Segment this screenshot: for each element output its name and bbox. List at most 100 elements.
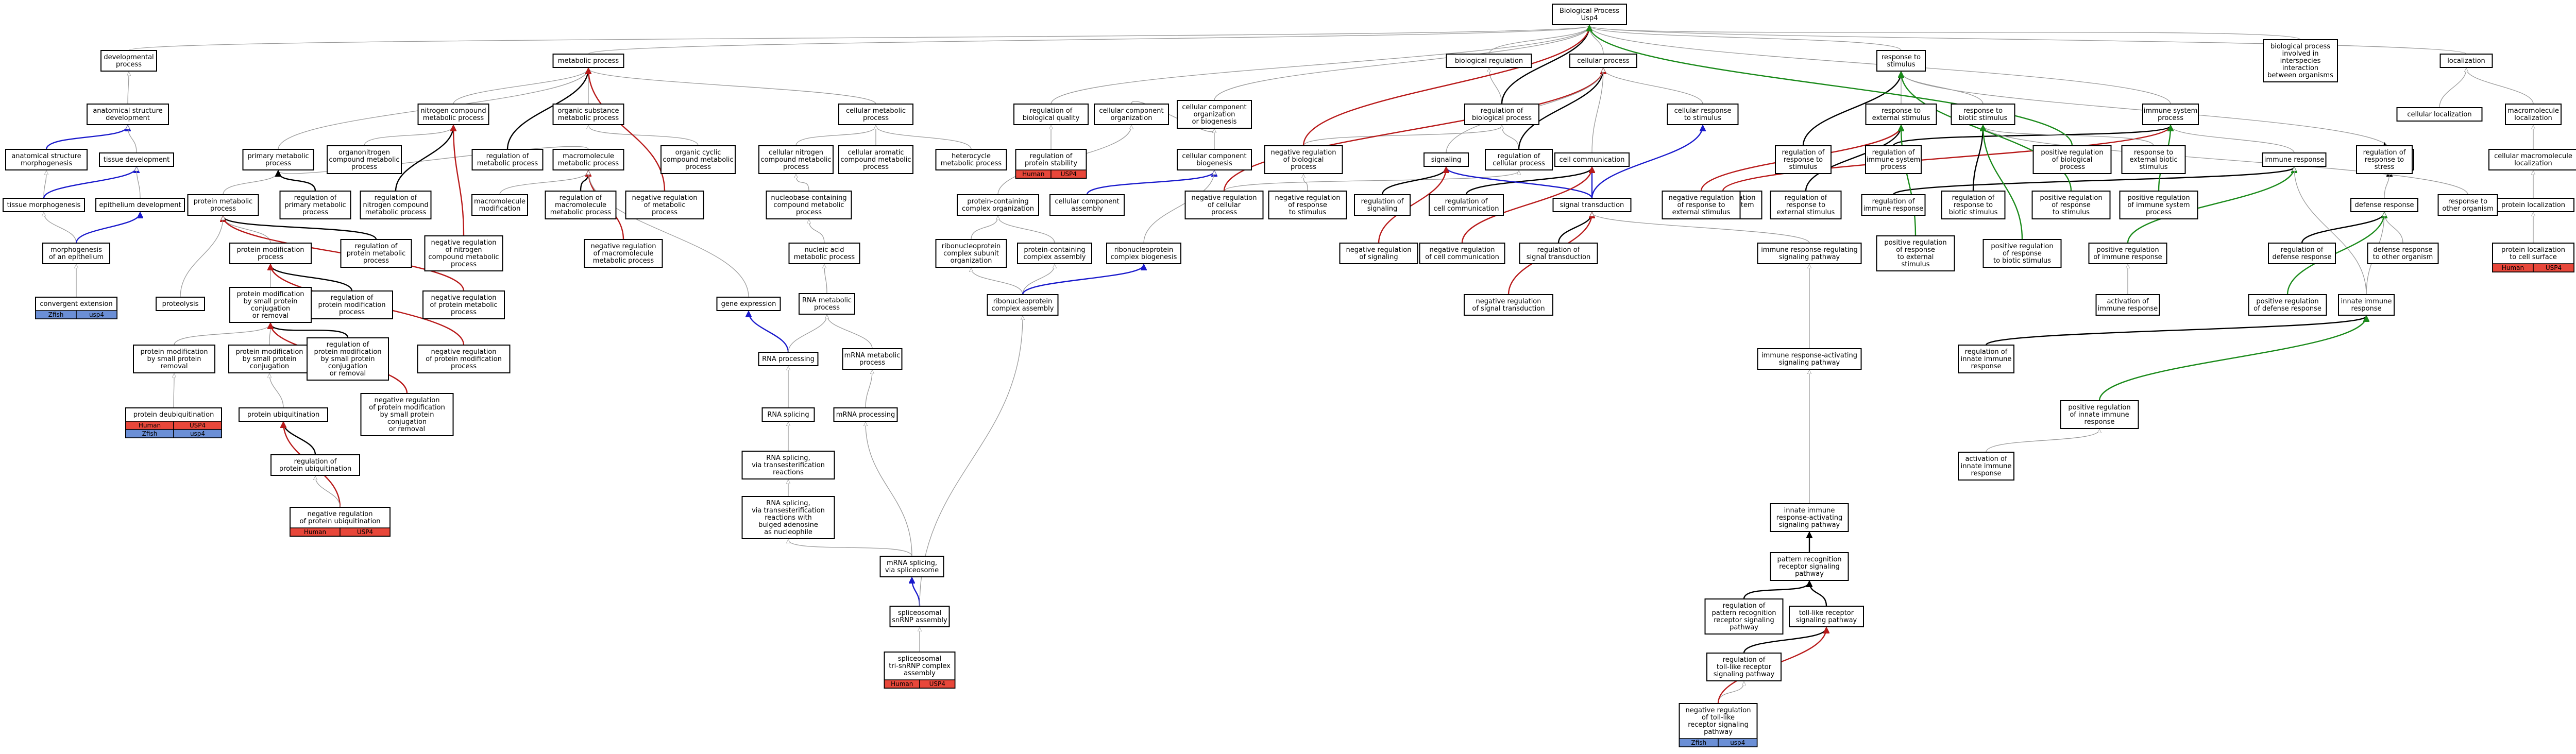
go-term-cellcomm: cell communication [1554, 152, 1630, 167]
term-label-line: process [363, 257, 389, 265]
term-label-line: response to [2448, 198, 2487, 205]
term-label-line: metabolic process [558, 114, 619, 122]
term-label-line: compound metabolic [840, 156, 911, 164]
term-label-line: negative regulation [1346, 246, 1411, 254]
term-box [422, 290, 505, 319]
term-box [2060, 400, 2139, 429]
term-label-line: of response [2052, 201, 2091, 209]
term-label-line: tissue morphogenesis [7, 201, 81, 209]
term-box [799, 293, 855, 315]
term-box [833, 407, 898, 422]
edge-positively-regulates [2098, 316, 2366, 401]
term-box [1184, 191, 1264, 219]
edge-is-a [876, 126, 972, 150]
term-label-line: positive regulation [2096, 246, 2159, 254]
term-label-line: protein-containing [1024, 246, 1085, 254]
term-label-line: stress [2375, 163, 2395, 171]
term-box [625, 191, 704, 219]
term-label-line: to external [1897, 253, 1934, 261]
term-label-line: signaling pathway [1779, 253, 1840, 261]
term-box [1049, 194, 1125, 216]
term-label-line: process [814, 304, 840, 312]
term-label-line: by small protein [380, 411, 434, 419]
term-box [1982, 239, 2062, 268]
edge-is-a [788, 540, 912, 557]
term-box [2262, 152, 2327, 167]
term-label-line: of an epithelium [49, 253, 104, 261]
term-box [1017, 243, 1092, 264]
edge-is-a [2384, 171, 2389, 199]
term-label-line: organonitrogen [338, 149, 390, 157]
edge-regulates [223, 216, 377, 240]
term-label-line: metabolic process [558, 160, 619, 167]
term-label-line: pathway [1730, 624, 1758, 631]
edge-is-a [827, 315, 873, 349]
term-label-line: to stimulus [1289, 209, 1326, 216]
edge-is-a [223, 216, 271, 244]
term-label-line: regulation of [1030, 107, 1073, 115]
term-box [552, 104, 624, 125]
term-label-line: protein localization [2501, 201, 2565, 209]
edge-is-a [998, 216, 1055, 244]
go-term-epidev: epithelium development [95, 198, 185, 212]
term-label-line: negative regulation [1275, 194, 1340, 202]
edge-is-a [1488, 26, 1589, 55]
edge-regulates [1743, 581, 1809, 599]
term-label-line: compound metabolic [760, 156, 831, 164]
term-label-line: process [451, 363, 477, 370]
term-label-line: response to [1882, 107, 1921, 115]
go-term-protubiq: protein ubiquitination [239, 407, 328, 422]
term-label-line: regulation of [327, 341, 369, 349]
term-label-line: protein modification [140, 348, 208, 356]
term-label-line: response-activating [1776, 514, 1842, 522]
term-label-line: localization [2514, 160, 2552, 167]
edge-regulates [1802, 72, 1901, 146]
term-label-line: process [2146, 209, 2172, 216]
term-box [1770, 552, 1849, 581]
term-label-line: process [783, 163, 809, 171]
edge-is-a [1224, 171, 1519, 192]
term-label-line: stimulus [1789, 163, 1817, 171]
term-label-line: toll-like receptor [1717, 663, 1772, 671]
term-label-line: defense response [2354, 201, 2414, 209]
term-box [2088, 243, 2167, 264]
go-term-immresp: immune response [2262, 152, 2327, 167]
term-box [1554, 152, 1630, 167]
term-label-line: organization [951, 257, 992, 265]
term-label-line: primary metabolic [247, 152, 309, 160]
edge-part-of [75, 213, 140, 244]
edge-is-a [866, 422, 912, 557]
term-box [1876, 235, 1955, 271]
edge-is-a [1591, 68, 1603, 153]
term-box [741, 451, 835, 479]
edge-is-a [588, 68, 876, 105]
term-label-line: response [2084, 418, 2114, 426]
edge-is-a [278, 146, 589, 174]
term-label-line: as nucleophile [764, 528, 812, 536]
edge-negatively-regulates [1302, 26, 1589, 146]
edge-is-a [1603, 68, 1703, 105]
term-box [889, 606, 950, 627]
term-box [228, 345, 311, 373]
